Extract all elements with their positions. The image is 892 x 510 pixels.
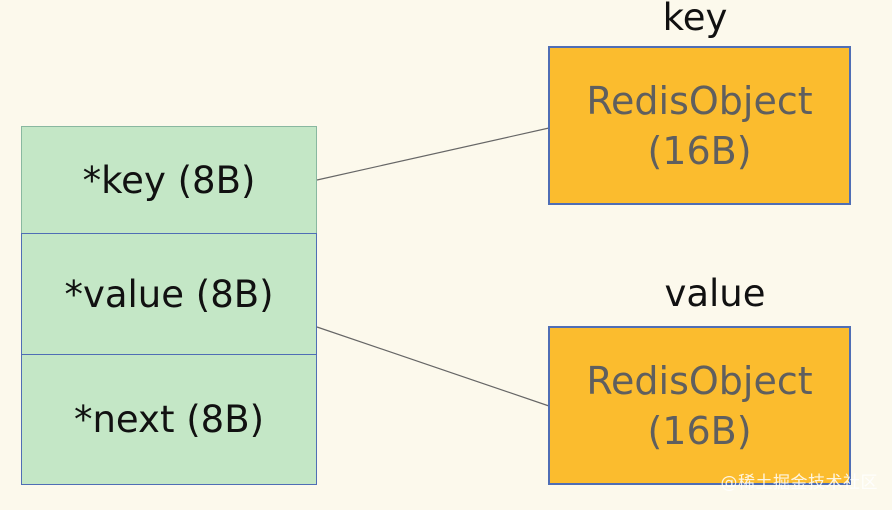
key-object-size: (16B) — [647, 128, 752, 173]
key-object-name: RedisObject — [586, 78, 813, 123]
dict-entry: *key (8B) *value (8B) *next (8B) — [21, 126, 317, 485]
key-redis-object: RedisObject (16B) — [548, 46, 851, 205]
value-object-size: (16B) — [647, 408, 752, 453]
value-pointer-label: *value (8B) — [64, 272, 274, 316]
value-redis-object: RedisObject (16B) — [548, 326, 851, 485]
key-caption: key — [662, 0, 728, 39]
value-pointer-line — [316, 326, 550, 407]
key-pointer-label: *key (8B) — [82, 158, 256, 202]
key-pointer-line — [316, 127, 550, 181]
watermark: @稀土掘金技术社区 — [720, 473, 878, 493]
next-pointer-label: *next (8B) — [73, 398, 265, 441]
next-pointer-field: *next (8B) — [21, 354, 317, 485]
value-pointer-field: *value (8B) — [21, 233, 317, 355]
value-caption: value — [664, 272, 766, 315]
value-object-name: RedisObject — [586, 358, 813, 403]
key-pointer-field: *key (8B) — [21, 126, 317, 234]
